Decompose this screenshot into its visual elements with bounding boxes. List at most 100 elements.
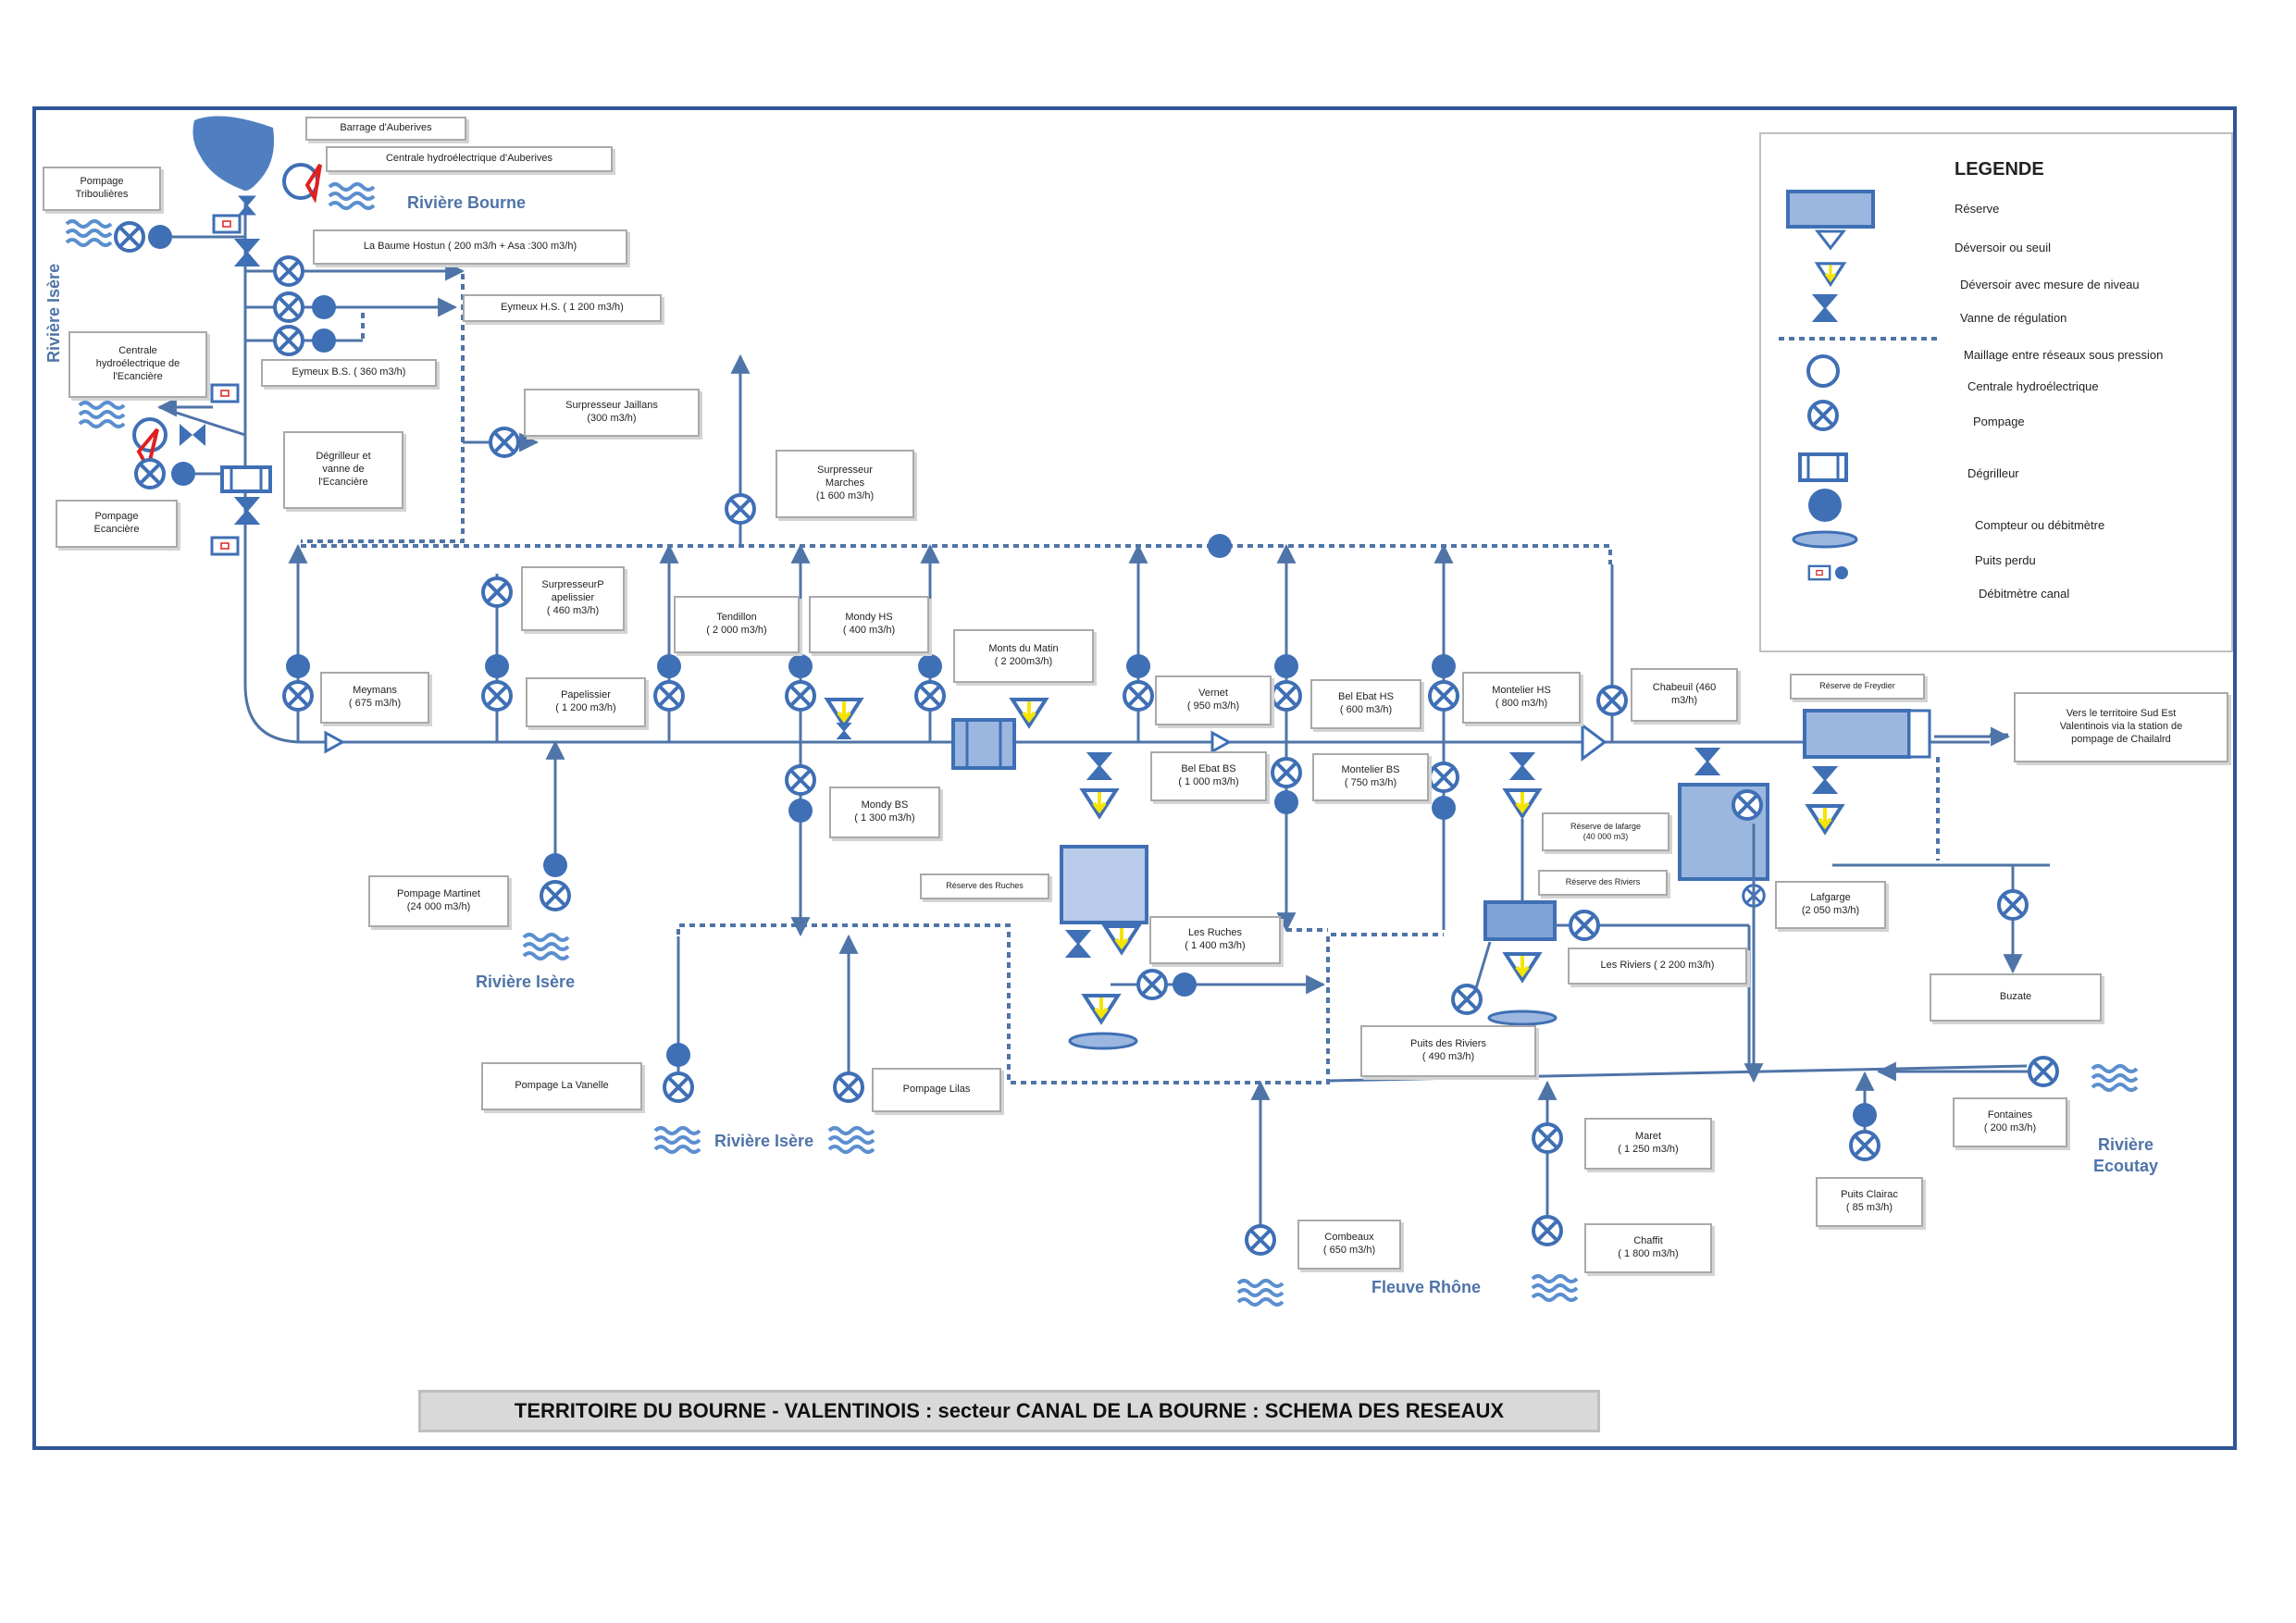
ruches-weir-2 [1103, 924, 1140, 954]
chabeuil-label: Chabeuil (460 m3/h) [1631, 668, 1738, 722]
legend-item-reserve: Réserve [1955, 202, 2000, 216]
riviere-ecoutay-label: Rivière Ecoutay [2093, 1135, 2159, 1176]
legend-item-weir: Déversoir ou seuil [1955, 241, 2052, 254]
fontaines-label: Fontaines ( 200 m3/h) [1953, 1097, 2067, 1147]
centrale-auberives-label: Centrale hydroélectrique d'Auberives [326, 146, 613, 172]
mondy-bs-label: Mondy BS ( 1 300 m3/h) [829, 787, 940, 838]
ecanciere-flowmeter-2 [210, 536, 240, 556]
monts-du-matin-label: Monts du Matin ( 2 200m3/h) [953, 629, 1094, 683]
montelier-hs-pump [1428, 680, 1459, 712]
triboulieres-pump [114, 221, 145, 253]
clairac-meter [1853, 1103, 1877, 1127]
barrage-shape [192, 116, 275, 192]
bel-ebat-hs-pump [1271, 680, 1302, 712]
reserve-ruches-label: Réserve des Ruches [920, 873, 1049, 899]
main-valve-1 [235, 239, 259, 266]
ecanciere-pump [134, 458, 166, 489]
monts-meter [918, 654, 942, 678]
vanelle-pump [663, 1072, 694, 1103]
legend-reserve-symbol [1786, 190, 1875, 229]
ecoutay-wave [2091, 1064, 2139, 1092]
ruches-weir-3 [1083, 994, 1120, 1023]
chabeuil-pump [1596, 685, 1628, 716]
ruches-valve [1087, 752, 1111, 780]
bel-ebat-bs-meter [1274, 790, 1298, 814]
surpresseur-marches-label: Surpresseur Marches (1 600 m3/h) [776, 450, 914, 518]
ecanciere-valve [235, 497, 259, 525]
ecoutay-pump [2028, 1056, 2059, 1087]
les-riviers-label: Les Riviers ( 2 200 m3/h) [1568, 948, 1747, 985]
riviers-well [1487, 1010, 1558, 1026]
riviers-pump [1569, 910, 1600, 941]
surpresseur-papelissier-label: SurpresseurP apelissier ( 460 m3/h) [521, 566, 625, 631]
combeaux-wave [1236, 1279, 1285, 1307]
legend-item-flowmeter: Débitmètre canal [1979, 587, 2070, 601]
pompage-vanelle-label: Pompage La Vanelle [481, 1062, 642, 1110]
freydier-weir [1806, 804, 1843, 834]
eymeux-bs-meter [312, 328, 336, 353]
bel-ebat-bs-label: Bel Ebat BS ( 1 000 m3/h) [1150, 751, 1267, 801]
ruches-well [1068, 1032, 1138, 1050]
ecanciere-centrale [132, 417, 168, 452]
papelissier-meter [485, 654, 509, 678]
reserve-freydier-label: Réserve de Freydier [1790, 674, 1925, 700]
jaillans-pump [489, 427, 520, 458]
barrage-auberives-label: Barrage d'Auberives [305, 117, 466, 141]
montelier-hs-label: Montelier HS ( 800 m3/h) [1462, 672, 1581, 724]
surpresseur-jaillans-label: Surpresseur Jaillans (300 m3/h) [524, 389, 700, 437]
vers-sud-est-label: Vers le territoire Sud Est Valentinois v… [2014, 692, 2228, 762]
main-canal-arrow-3 [1581, 723, 1607, 762]
mondy-bs-meter [788, 799, 813, 823]
tendillon-meter [657, 654, 681, 678]
ecanciere-hvalve [180, 424, 205, 446]
les-ruches-label: Les Ruches ( 1 400 m3/h) [1149, 916, 1281, 964]
pompage-ecanciere-label: Pompage Ecancière [56, 500, 178, 548]
bottom-mesh-left [676, 923, 1444, 1084]
baume-hostun-label: La Baume Hostun ( 200 m3/h + Asa :300 m3… [313, 229, 627, 265]
legend-item-hydro: Centrale hydroélectrique [1967, 379, 2099, 393]
barrage-valve [238, 195, 256, 216]
buzate-pump [1997, 889, 2029, 921]
pompage-lilas-label: Pompage Lilas [872, 1068, 1001, 1112]
eymeux-bs-label: Eymeux B.S. ( 360 m3/h) [261, 359, 437, 387]
martinet-meter [543, 853, 567, 877]
mondy-hs-pump [785, 680, 816, 712]
legend-item-meter: Compteur ou débitmètre [1975, 518, 2105, 532]
ecanciere-flowmeter [210, 383, 240, 403]
baume-pump [273, 255, 304, 287]
meymans-meter [286, 654, 310, 678]
combeaux-pump [1245, 1224, 1276, 1256]
chaffit-wave [1531, 1274, 1579, 1302]
bel-ebat-hs-meter [1274, 654, 1298, 678]
freydier-screen [1907, 709, 1931, 759]
legend-item-level-weir: Déversoir avec mesure de niveau [1960, 278, 2140, 291]
main-canal-arrow-2 [1210, 730, 1233, 754]
reserve-riviers-label: Réserve des Riviers [1538, 870, 1668, 896]
ruches-reserve [1060, 845, 1148, 924]
riviere-isere-vertical: Rivière Isère [44, 263, 63, 363]
ecanciere-screen-inner [230, 465, 263, 493]
montelier-hs-meter [1432, 654, 1456, 678]
chaffit-pump [1532, 1215, 1563, 1246]
monts-screen [951, 718, 1016, 770]
legend-flowmeter-dot [1835, 566, 1848, 579]
mondy-bs-pump [785, 764, 816, 796]
barrage-alarm [304, 163, 322, 204]
ruches-weir [1081, 788, 1118, 818]
legend-pump-symbol [1807, 400, 1839, 431]
weir-2 [1011, 698, 1048, 727]
freydier-valve [1813, 766, 1837, 794]
ruches-meter [1173, 973, 1197, 997]
south-collector [1327, 1064, 2028, 1083]
vernet-label: Vernet ( 950 m3/h) [1155, 675, 1272, 725]
eymeux-hs-label: Eymeux H.S. ( 1 200 m3/h) [463, 294, 662, 322]
bourne-wave [328, 182, 376, 210]
buzate-label: Buzate [1930, 973, 2102, 1022]
riviers-weir-2 [1504, 952, 1541, 982]
pompage-martinet-label: Pompage Martinet (24 000 m3/h) [368, 875, 509, 927]
main-canal-arrow-1 [324, 730, 346, 754]
riviere-isere-label-1: Rivière Isère [476, 973, 576, 991]
legend-screen-inner [1806, 452, 1840, 482]
legend-hydro-symbol [1806, 354, 1840, 388]
